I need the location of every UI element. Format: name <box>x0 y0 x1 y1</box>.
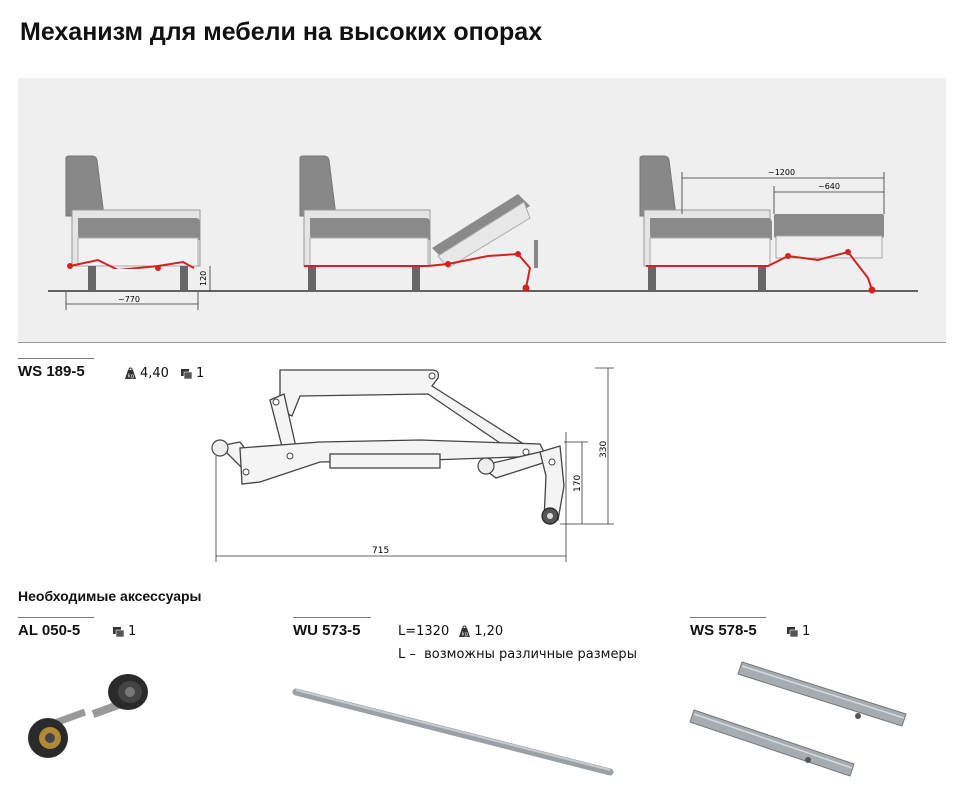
sofa-unfolding <box>299 155 538 292</box>
main-product-weight: 4,40 <box>140 366 169 381</box>
roller-right <box>91 674 148 718</box>
accessory-pack-ws578: 1 <box>802 624 811 639</box>
accessory-meta-wu573: L=1320 kg 1,20 <box>398 624 503 639</box>
dim-depth: ~770 <box>118 295 140 304</box>
note-key: L – <box>398 647 416 662</box>
main-product-code: WS 189-5 <box>18 358 94 380</box>
accessory-code-al050: AL 050-5 <box>18 617 94 639</box>
rod-image <box>292 688 614 776</box>
svg-text:kg: kg <box>462 632 468 638</box>
mech-dim-length: 715 <box>372 546 389 556</box>
sofa-folded <box>65 155 201 291</box>
accessory-code-wu573: WU 573-5 <box>293 617 371 639</box>
package-icon <box>787 627 799 638</box>
package-icon <box>180 369 193 380</box>
rails-image <box>689 661 907 777</box>
dim-ext: ~640 <box>818 182 840 191</box>
main-product-pack: 1 <box>195 366 205 381</box>
weight-icon: kg <box>459 625 471 638</box>
page-title: Механизм для мебели на высоких опорах <box>20 18 543 46</box>
mech-dim-inner: 170 <box>573 475 583 492</box>
accessory-weight-wu573: 1,20 <box>474 624 504 639</box>
dim-height: 120 <box>199 271 208 286</box>
accessories-heading: Необходимые аксессуары <box>18 588 202 604</box>
accessory-code-ws578: WS 578-5 <box>690 617 766 639</box>
dim-full: ~1200 <box>768 168 795 177</box>
main-product-meta: kg 4,40 1 <box>124 366 204 381</box>
sofa-unfolded <box>639 155 884 294</box>
rail-upper <box>737 661 907 727</box>
weight-icon: kg <box>125 367 136 380</box>
accessory-pack-al050: 1 <box>128 624 137 639</box>
mechanism-drawing: 330 170 715 <box>211 367 614 562</box>
rail-lower <box>689 709 855 777</box>
note-text: возможны различные размеры <box>424 647 637 662</box>
accessory-meta-ws578: 1 <box>786 624 810 639</box>
accessory-length-wu573: L=1320 <box>398 624 450 639</box>
package-icon <box>113 627 125 638</box>
sofa-stages-drawing: ~770 120 <box>48 155 918 310</box>
svg-text:kg: kg <box>128 374 134 380</box>
roller-image <box>28 674 148 758</box>
accessory-note-wu573: L – возможны различные размеры <box>398 647 637 662</box>
sofa-stages-illustration: ~770 120 <box>18 78 946 343</box>
roller-left <box>28 708 87 758</box>
mech-dim-height: 330 <box>599 441 609 458</box>
accessory-meta-al050: 1 <box>112 624 136 639</box>
